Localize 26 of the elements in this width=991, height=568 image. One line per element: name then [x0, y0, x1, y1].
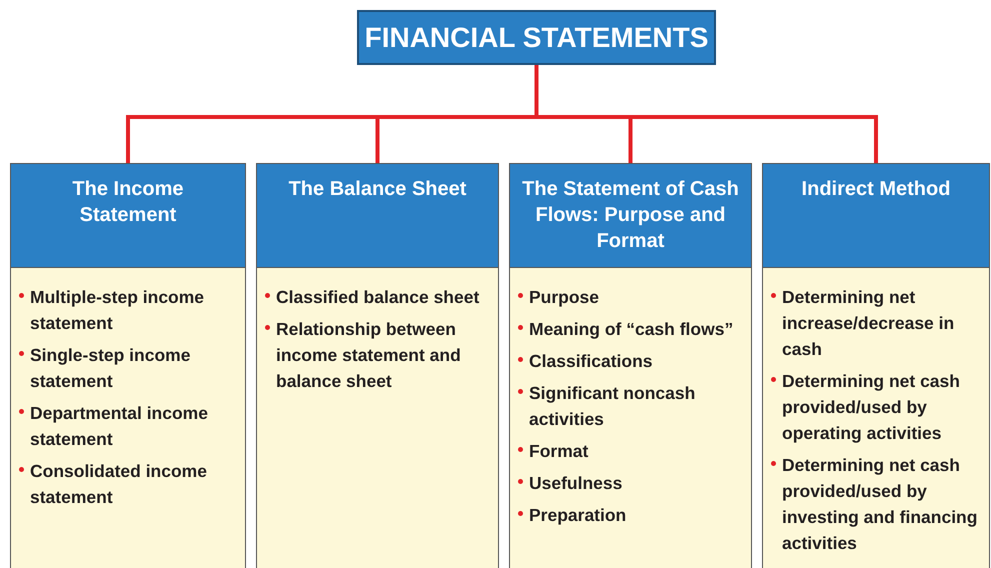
bullet-text: Determining net cash provided/used by investing and financing activities — [782, 454, 978, 555]
title-box: FINANCIAL STATEMENTS — [357, 10, 716, 65]
topic-column — [509, 163, 752, 568]
bullet-text: Preparation — [529, 504, 626, 527]
bullet-text: Departmental income statement — [30, 402, 209, 451]
bullet-text: Significant noncash activities — [529, 382, 696, 431]
topic-column — [256, 163, 499, 568]
column-heading: The Income Statement — [11, 164, 245, 268]
bullet-text: Determining net cash provided/used by operating activities — [782, 370, 961, 445]
column-heading: The Statement of Cash Flows: Purpose and Format — [510, 164, 751, 268]
bullet-text: Consolidated income statement — [30, 460, 208, 509]
bullet-text: Format — [529, 440, 588, 463]
bullet-text: Classified balance sheet — [276, 286, 480, 309]
column-heading: The Balance Sheet — [257, 164, 498, 268]
bullet-text: Purpose — [529, 286, 600, 309]
bullet-text: Classifications — [529, 350, 653, 373]
topic-column — [762, 163, 990, 568]
connector-line — [534, 65, 878, 163]
topic-column — [10, 163, 246, 568]
bullet-text: Multiple-step income statement — [30, 286, 206, 335]
bullet-text: Determining net increase/decrease in cash — [782, 286, 956, 361]
bullet-text: Single-step income statement — [30, 344, 192, 393]
bullet-text: Meaning of “cash flows” — [529, 318, 734, 341]
bullet-text: Relationship between income statement and balance sheet — [276, 318, 462, 393]
bullet-text: Usefulness — [529, 472, 622, 495]
column-heading: Indirect Method — [763, 164, 989, 268]
